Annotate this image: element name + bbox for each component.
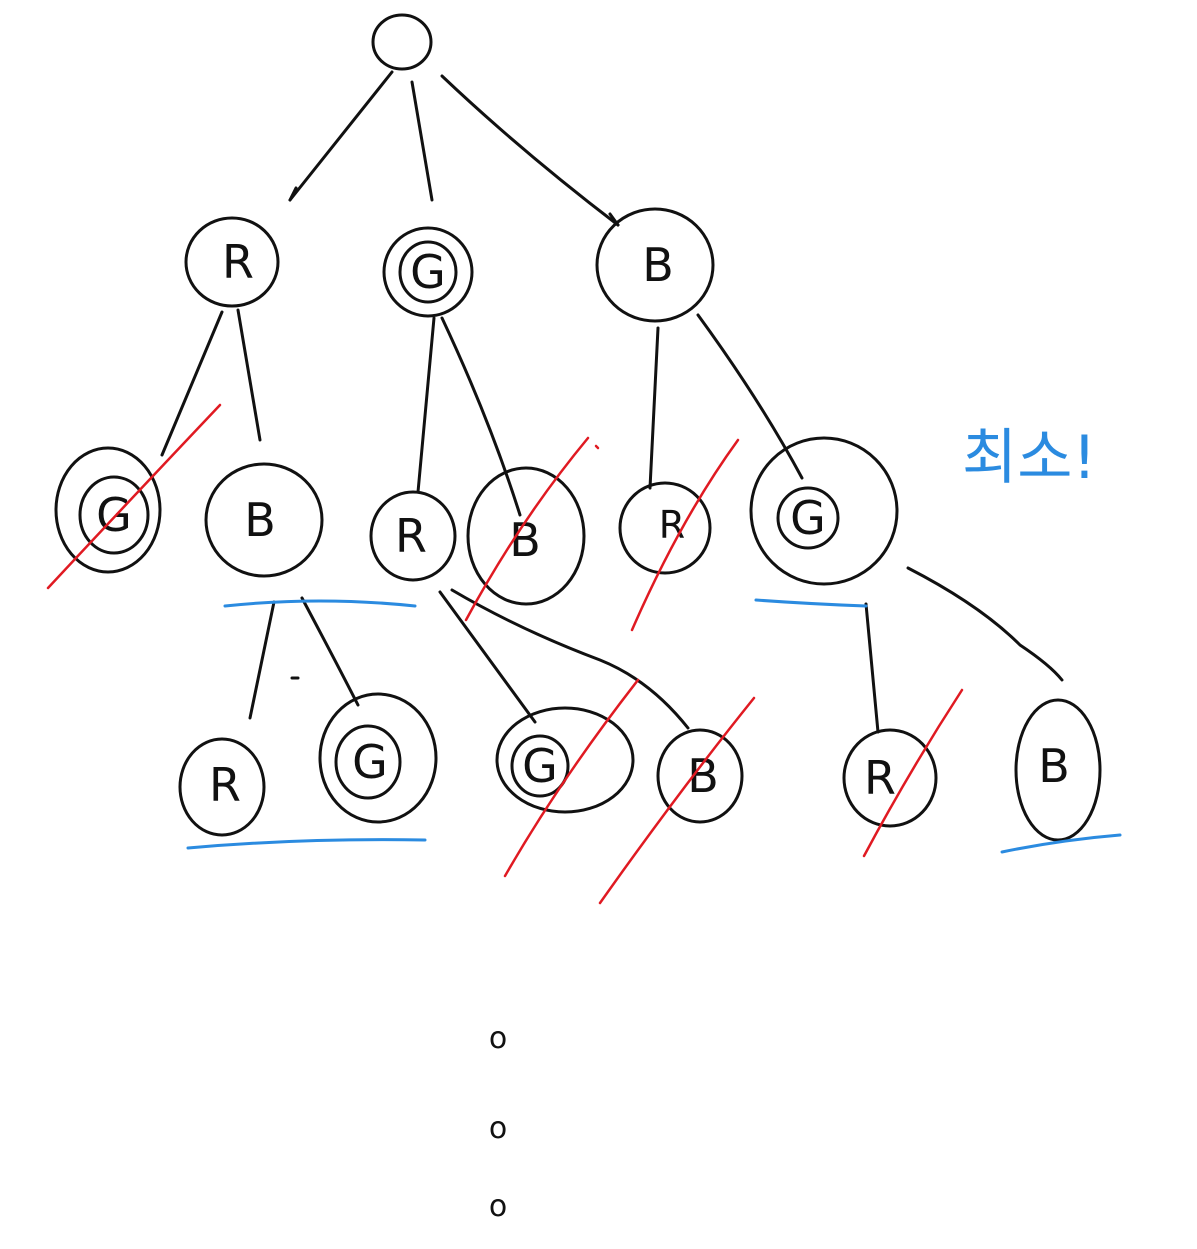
node-label: R: [864, 751, 896, 805]
node-label: G: [790, 491, 826, 545]
continuation-dot: o: [489, 1111, 507, 1146]
edge-b-to-r: [648, 326, 660, 490]
cross-out-l2-g: [46, 403, 222, 590]
cross-out-l3-b: [598, 696, 756, 905]
edge-g-to-b: [440, 316, 522, 517]
continuation-dot: o: [489, 1021, 507, 1056]
node-label: B: [244, 493, 276, 547]
tree-edges: [160, 70, 1064, 734]
tree-nodes: R G B G B R B R: [54, 13, 1102, 842]
node-l3-r-crossed: R: [842, 728, 938, 828]
node-l3-g: G: [318, 692, 438, 824]
edge-root-to-g: [410, 80, 434, 202]
underline-level3-b: [1000, 833, 1122, 854]
node-l2-g: G: [749, 436, 899, 586]
node-label: R: [222, 235, 254, 289]
node-label: B: [1038, 739, 1070, 793]
edge-b-to-r3: [248, 600, 276, 720]
node-l2-r: R: [369, 490, 457, 582]
node-l3-g-crossed: G: [495, 706, 635, 814]
node-l2-r-crossed: R: [618, 481, 712, 575]
edge-r-to-g: [160, 310, 224, 457]
node-label: R: [209, 758, 241, 812]
node-label: R: [659, 503, 685, 547]
node-label: G: [96, 488, 132, 542]
edge-g-to-r3: [864, 602, 880, 734]
node-label: G: [352, 735, 388, 789]
cross-out-l3-r: [862, 688, 964, 858]
continuation-dot: o: [489, 1189, 507, 1224]
node-l1-g: G: [382, 226, 474, 318]
edge-b-to-g: [696, 313, 804, 480]
pruned-marks: [46, 403, 964, 905]
node-l3-b: B: [1014, 698, 1102, 842]
edge-r-to-g3: [438, 590, 537, 724]
cross-out-l3-g: [503, 678, 640, 878]
node-l2-g-crossed: G: [54, 446, 162, 574]
underline-level3-left: [186, 838, 427, 850]
node-l3-r: R: [178, 737, 266, 837]
node-label: G: [522, 739, 558, 793]
node-label: G: [410, 245, 446, 299]
edge-g-to-r: [416, 316, 436, 494]
underline-level2-pair: [223, 599, 417, 608]
edge-root-to-r: [288, 70, 394, 202]
node-l3-b-crossed: B: [656, 728, 744, 824]
minimum-annotation: 최소!: [962, 423, 1096, 493]
edge-g-to-b3: [906, 566, 1064, 682]
continuation-marks: o o o: [489, 1021, 507, 1224]
edge-r-to-b3: [450, 588, 690, 730]
edge-b-to-g3: [300, 596, 360, 707]
edge-root-to-b: [440, 74, 620, 227]
cross-out-l2-b-tick: [594, 444, 600, 450]
node-l1-b: B: [595, 207, 715, 323]
underline-level2-g: [754, 598, 868, 608]
root-node: [371, 13, 433, 71]
node-l2-b: B: [204, 462, 324, 578]
node-label: B: [642, 238, 674, 292]
edge-arrowhead: [288, 186, 298, 202]
node-l1-r: R: [184, 216, 280, 308]
cross-out-l2-b: [464, 436, 590, 622]
cross-out-l2-r: [630, 438, 740, 632]
kept-group-underlines: [186, 598, 1122, 854]
edge-r-to-b: [236, 308, 262, 442]
node-label: R: [395, 509, 427, 563]
